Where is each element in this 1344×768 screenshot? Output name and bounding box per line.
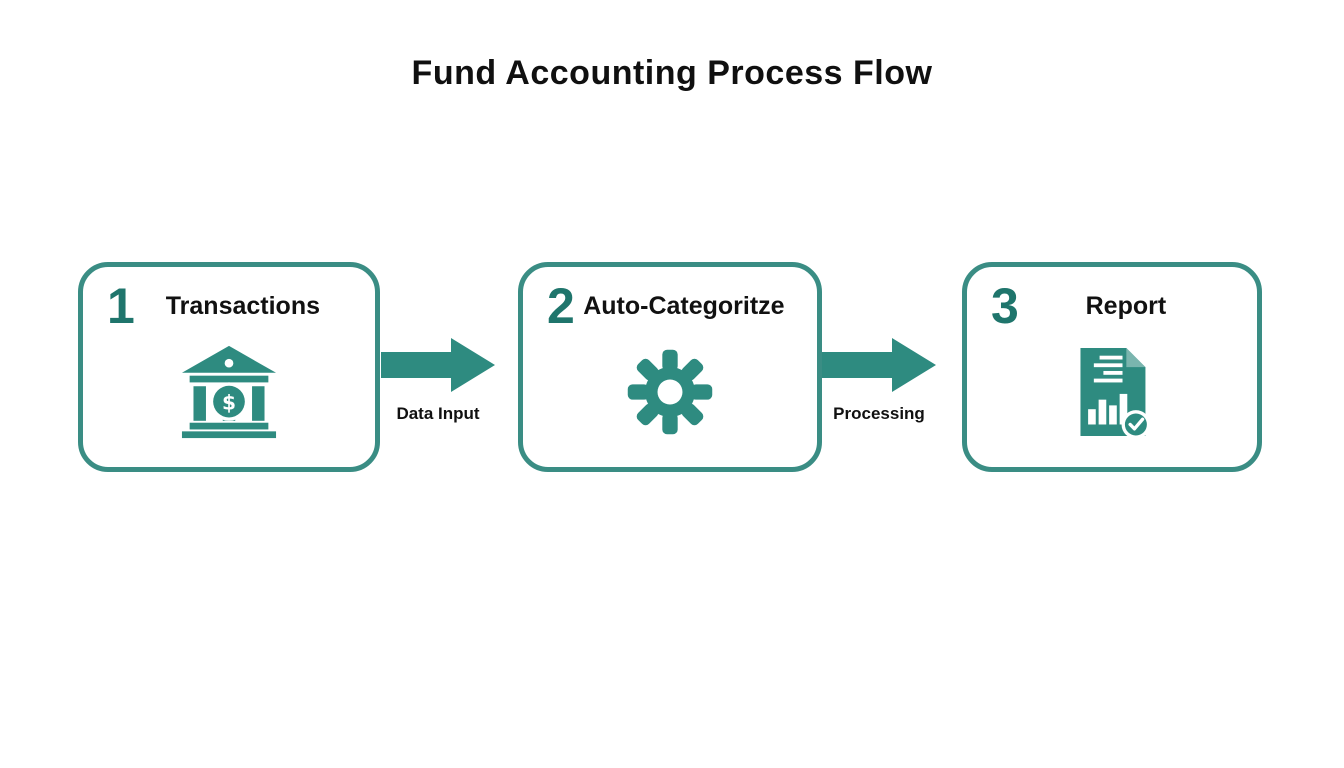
step-number: 2	[547, 278, 575, 334]
step-label: Transactions	[165, 291, 321, 320]
step-number: 3	[991, 278, 1019, 334]
arrow-right-icon	[381, 338, 495, 397]
connector-data-input: Data Input	[381, 337, 495, 424]
step-label: Auto-Categoritze	[583, 291, 785, 320]
connector-label: Processing	[833, 404, 925, 423]
diagram-title: Fund Accounting Process Flow	[411, 54, 933, 92]
bank-icon: $	[107, 331, 351, 453]
step-number: 1	[107, 278, 135, 334]
step-box-auto-categorize: 2 Auto-Categoritze	[518, 262, 822, 472]
connector-processing: Processing	[822, 337, 936, 424]
step-header: 2 Auto-Categoritze	[547, 281, 793, 331]
report-icon	[991, 331, 1233, 453]
step-header: 3 Report	[991, 281, 1233, 331]
step-header: 1 Transactions	[107, 281, 351, 331]
step-label: Report	[1085, 291, 1167, 320]
svg-text:$: $	[222, 391, 236, 415]
gear-icon	[547, 331, 793, 453]
connector-label: Data Input	[396, 404, 480, 423]
arrow-right-icon	[822, 338, 936, 397]
step-box-transactions: 1 Transactions $	[78, 262, 380, 472]
step-box-report: 3 Report	[962, 262, 1262, 472]
